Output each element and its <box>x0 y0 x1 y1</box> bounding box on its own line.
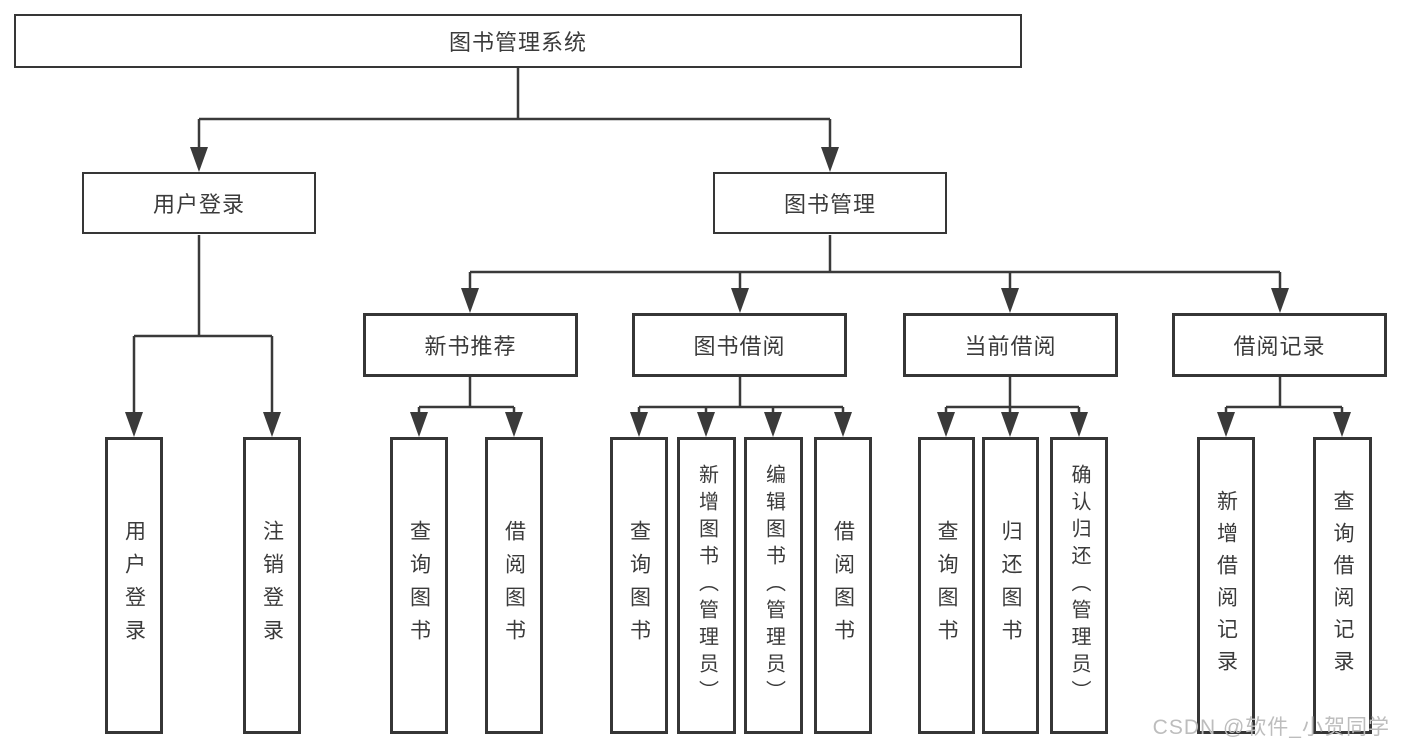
node-label: 借阅图书 <box>831 519 855 652</box>
leaf-user-login: 用户登录 <box>105 437 163 734</box>
node-label: 借阅图书 <box>502 519 526 652</box>
node-new-book-recommendation: 新书推荐 <box>363 313 578 377</box>
node-label: 图书管理系统 <box>448 30 587 55</box>
leaf-logout: 注销登录 <box>243 437 301 734</box>
node-label: 图书借阅 <box>693 334 786 359</box>
node-label: 查询图书 <box>627 519 651 652</box>
node-book-borrowing: 图书借阅 <box>632 313 847 377</box>
leaf-return-books: 归还图书 <box>982 437 1039 734</box>
node-label: 用户登录 <box>152 192 245 217</box>
leaf-edit-book-admin: 编辑图书（管理员） <box>744 437 803 734</box>
node-label: 查询图书 <box>935 519 958 652</box>
node-label: 归还图书 <box>999 519 1022 652</box>
node-library-management-system: 图书管理系统 <box>14 14 1022 68</box>
csdn-watermark: CSDN @软件_小贺同学 <box>1152 716 1390 739</box>
leaf-add-borrow-record: 新增借阅记录 <box>1197 437 1255 734</box>
leaf-recommend-query-books: 查询图书 <box>390 437 448 734</box>
leaf-recommend-borrow-books: 借阅图书 <box>485 437 543 734</box>
node-label: 新书推荐 <box>424 334 517 359</box>
leaf-query-borrow-record: 查询借阅记录 <box>1313 437 1372 734</box>
node-label: 新增借阅记录 <box>1214 489 1238 682</box>
leaf-confirm-return-admin: 确认归还（管理员） <box>1050 437 1108 734</box>
node-label: 借阅记录 <box>1233 334 1326 359</box>
node-label: 新增图书（管理员） <box>695 464 718 707</box>
node-current-borrowing: 当前借阅 <box>903 313 1118 377</box>
leaf-current-query-books: 查询图书 <box>918 437 975 734</box>
node-label: 注销登录 <box>260 519 284 652</box>
node-borrowing-records: 借阅记录 <box>1172 313 1387 377</box>
node-label: 确认归还（管理员） <box>1068 464 1090 707</box>
leaf-borrowing-borrow-books: 借阅图书 <box>814 437 872 734</box>
node-label: 图书管理 <box>783 192 876 217</box>
node-label: 查询图书 <box>407 519 431 652</box>
node-user-login: 用户登录 <box>82 172 316 234</box>
node-label: 查询借阅记录 <box>1331 489 1354 682</box>
leaf-add-book-admin: 新增图书（管理员） <box>677 437 736 734</box>
node-book-management: 图书管理 <box>713 172 947 234</box>
node-label: 用户登录 <box>122 519 146 652</box>
leaf-borrowing-query-books: 查询图书 <box>610 437 668 734</box>
node-label: 当前借阅 <box>964 334 1057 359</box>
node-label: 编辑图书（管理员） <box>762 464 785 707</box>
